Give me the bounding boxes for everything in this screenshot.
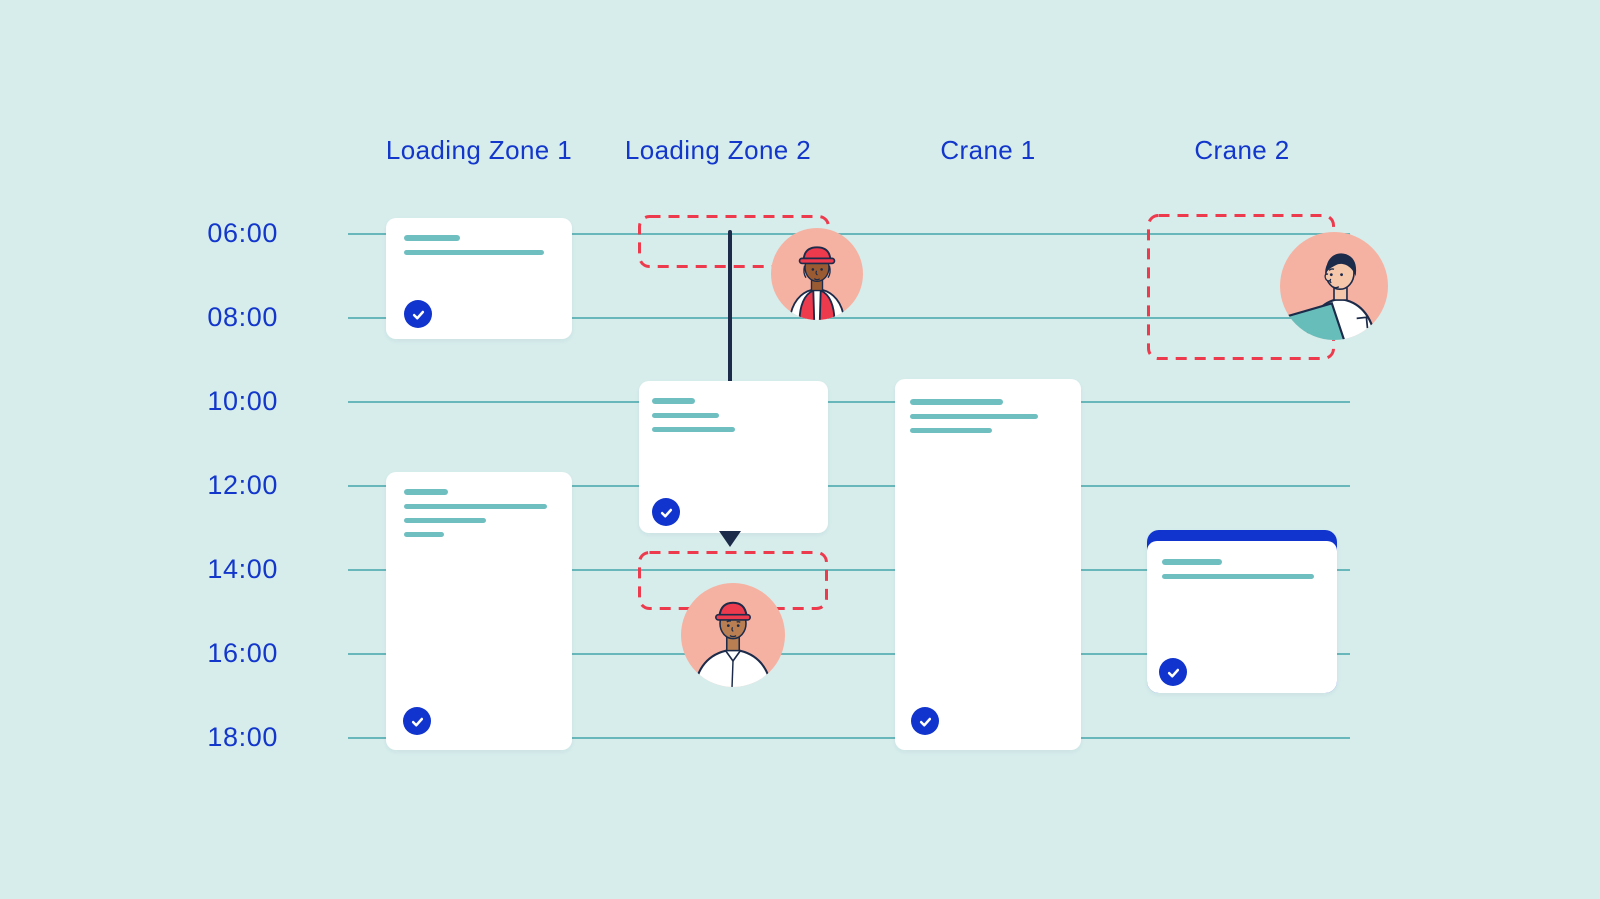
column-header-loading-zone-2: Loading Zone 2: [624, 135, 812, 165]
booking-card-lz2-midday[interactable]: [639, 381, 828, 533]
grid-line-10-00: [348, 401, 1350, 403]
dashed-border: [638, 551, 828, 610]
check-badge: [652, 498, 680, 526]
check-badge: [1159, 658, 1187, 686]
column-header-crane-1: Crane 1: [940, 135, 1036, 165]
check-icon: [660, 508, 672, 517]
skeleton-text-line: [1162, 559, 1222, 565]
time-label-18-00: 18:00: [207, 721, 278, 752]
grid-line-16-00: [348, 653, 1350, 655]
check-icon: [1167, 668, 1179, 677]
check-icon: [919, 717, 931, 726]
check-badge: [404, 300, 432, 328]
skeleton-text-line: [910, 414, 1038, 419]
skeleton-text-line: [652, 398, 695, 404]
skeleton-text-line: [404, 532, 444, 537]
pending-slot-loading-zone-2-afternoon[interactable]: [638, 551, 828, 610]
booking-card-crane-1[interactable]: [895, 379, 1081, 750]
dashed-border: [1147, 214, 1335, 360]
booking-card-crane-2-highlighted[interactable]: [1147, 530, 1337, 693]
time-label-16-00: 16:00: [207, 637, 278, 668]
column-header-crane-2: Crane 2: [1194, 135, 1290, 165]
avatar-worker-hard-hat-vest: [771, 228, 863, 320]
booking-card-lz1-morning[interactable]: [386, 218, 572, 339]
time-label-12-00: 12:00: [207, 469, 278, 500]
column-header-loading-zone-1: Loading Zone 1: [385, 135, 573, 165]
skeleton-text-line: [910, 428, 992, 433]
skeleton-text-line: [910, 399, 1003, 405]
pending-slot-crane-2[interactable]: [1147, 214, 1335, 360]
skeleton-text-line: [652, 413, 719, 418]
skeleton-text-line: [404, 489, 448, 495]
check-icon: [412, 310, 424, 319]
arrow-down-icon: [719, 531, 741, 547]
card-body: [1147, 541, 1337, 693]
booking-card-lz1-afternoon[interactable]: [386, 472, 572, 750]
avatar-worker-red-cap: [681, 583, 785, 687]
skeleton-text-line: [652, 427, 735, 432]
skeleton-text-line: [1162, 574, 1314, 579]
grid-line-12-00: [348, 485, 1350, 487]
skeleton-text-line: [404, 250, 544, 255]
grid-line-08-00: [348, 317, 1350, 319]
time-label-14-00: 14:00: [207, 553, 278, 584]
skeleton-text-line: [404, 518, 486, 523]
grid-line-14-00: [348, 569, 1350, 571]
avatar-man-with-laptop: [1280, 232, 1388, 340]
check-badge: [911, 707, 939, 735]
grid-line-18-00: [348, 737, 1350, 739]
time-label-10-00: 10:00: [207, 385, 278, 416]
time-label-06-00: 06:00: [207, 217, 278, 248]
time-label-08-00: 08:00: [207, 301, 278, 332]
skeleton-text-line: [404, 504, 547, 509]
check-badge: [403, 707, 431, 735]
grid-line-06-00: [348, 233, 1350, 235]
check-icon: [411, 717, 423, 726]
skeleton-text-line: [404, 235, 460, 241]
